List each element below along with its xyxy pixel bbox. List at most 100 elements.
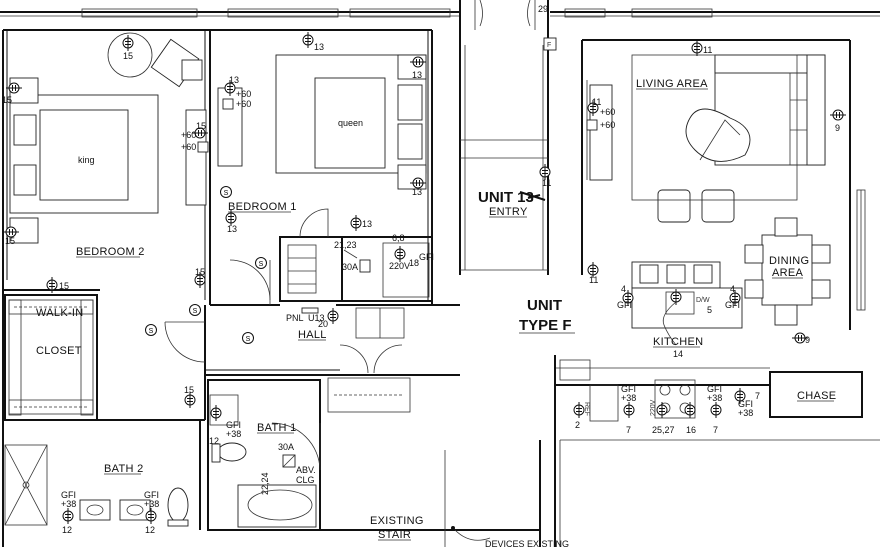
circuit-label: 13 <box>227 224 237 234</box>
closet-label: CLOSET <box>36 345 82 357</box>
circuit-label: +38 <box>707 393 722 403</box>
bath-1 <box>207 379 321 531</box>
circuit-label: +60 <box>600 107 615 117</box>
stair-label: STAIR <box>378 529 411 541</box>
circuit-label: 18 <box>409 258 419 268</box>
circuit-label: GFI <box>144 490 159 500</box>
exterior-wall-top <box>0 0 880 40</box>
queen-bed: queen <box>275 54 427 190</box>
circuit-label: 12 <box>62 525 72 535</box>
circuit-label: 13 <box>412 187 422 197</box>
circuit-label: 11 <box>703 45 712 55</box>
circuit-label: 7 <box>713 425 718 435</box>
circuit-label: GFI <box>621 384 636 394</box>
circuit-label: 13 <box>412 70 422 80</box>
panel-label: PNL <box>286 313 304 323</box>
bath-2-label: BATH 2 <box>104 463 144 475</box>
coffee-table <box>685 108 751 162</box>
bath-2 <box>3 419 205 530</box>
circuit-label: 220V <box>650 399 657 416</box>
kitchen-label: KITCHEN <box>653 336 703 348</box>
circuit-label: 6,8 <box>392 233 405 243</box>
circuit-label: +38 <box>226 429 241 439</box>
dining-label: DINING <box>769 255 809 267</box>
circuit-label: 15 <box>5 236 15 246</box>
existing-stair <box>320 439 880 547</box>
circuit-label: 13 <box>314 42 324 52</box>
circuit-label: GFI <box>725 300 740 310</box>
circuit-label: 9 <box>805 335 810 345</box>
hall-label: HALL <box>298 329 327 341</box>
circuit-label: +60 <box>181 130 196 140</box>
circuit-label: 15 <box>196 121 206 131</box>
circuit-label: +60 <box>236 99 251 109</box>
circuit-label: 13 <box>362 219 372 229</box>
panel-unit-label: U13 <box>308 313 325 323</box>
circuit-label: 220V <box>389 261 410 271</box>
circuit-label: 11 <box>589 275 598 285</box>
circuit-label: 15 <box>123 51 133 61</box>
circuit-label: 15 <box>2 95 12 105</box>
circuit-label: 30A <box>278 442 294 452</box>
circuit-label: 29 <box>538 4 548 14</box>
dining-table <box>744 217 831 326</box>
circuit-label: GFI <box>61 490 76 500</box>
king-bed-label: king <box>78 155 95 165</box>
bedroom-2-label: BEDROOM 2 <box>76 246 145 258</box>
hall <box>164 305 460 420</box>
circuit-label: 14 <box>673 349 683 359</box>
circuit-numbers: 15 13 11 29 15 13 +60 +60 11 +60 +60 15 … <box>2 4 840 535</box>
circuit-label: 15 <box>59 281 69 291</box>
unit-13-label: UNIT 13 <box>478 189 534 206</box>
fridge-label: REF <box>583 402 590 416</box>
walk-in-label: WALK-IN <box>36 307 84 319</box>
bath-1-label: BATH 1 <box>257 422 297 434</box>
kitchen: D/W REF <box>554 261 770 547</box>
circuit-label: +38 <box>61 499 76 509</box>
chase <box>769 371 863 418</box>
living-area-label: LIVING AREA <box>636 78 708 90</box>
abv-label: ABV. <box>296 465 316 475</box>
walk-in-closet: WALK-IN CLOSET <box>4 294 98 421</box>
electrical-panel: PNL U13 <box>286 307 325 323</box>
circuit-label: GFI <box>738 399 753 409</box>
circuit-label: 2 <box>575 420 580 430</box>
circuit-label: 30A <box>342 262 358 272</box>
right-windows <box>856 189 866 311</box>
circuit-label: GFI <box>226 420 241 430</box>
hall-closet <box>327 377 411 413</box>
circuit-label: +60 <box>236 89 251 99</box>
closet-bedroom-1 <box>279 236 433 302</box>
circuit-label: GFI <box>617 300 632 310</box>
living-chairs <box>631 54 798 223</box>
circuit-label: 25,27 <box>652 425 675 435</box>
circuit-label: 12 <box>145 525 155 535</box>
area-label: AREA <box>772 267 804 279</box>
unit-type-label: TYPE F <box>519 317 572 334</box>
circuit-label: +60 <box>600 120 615 130</box>
room-labels: LIVING AREA BEDROOM 1 BEDROOM 2 HALL BAT… <box>76 78 836 547</box>
entry-corridor: F <box>459 37 557 275</box>
marker-f: F <box>547 42 551 49</box>
circuit-label: +60 <box>181 142 196 152</box>
circuit-label: +38 <box>144 499 159 509</box>
devices-small <box>197 98 677 468</box>
circuit-label: 5 <box>707 305 712 315</box>
panel-notes: ABV. CLG <box>296 465 316 485</box>
circuit-label: 15 <box>184 385 194 395</box>
circuit-label: 11 <box>542 178 551 188</box>
king-bed: king <box>9 77 159 244</box>
door-swing-bedroom-1 <box>229 208 329 305</box>
devices-existing-label: DEVICES EXISTING <box>485 539 569 547</box>
circuit-label: 20 <box>318 319 328 329</box>
unit-label: UNIT <box>527 297 562 314</box>
circuit-label: GFI <box>707 384 722 394</box>
circuit-label: GFI <box>419 252 434 262</box>
entry-label: ENTRY <box>489 206 528 218</box>
circuit-label: 4 <box>621 284 626 294</box>
circuit-label: 4 <box>730 284 735 294</box>
circuit-label: 9 <box>835 123 840 133</box>
circuit-label: +38 <box>621 393 636 403</box>
clg-label: CLG <box>296 475 315 485</box>
